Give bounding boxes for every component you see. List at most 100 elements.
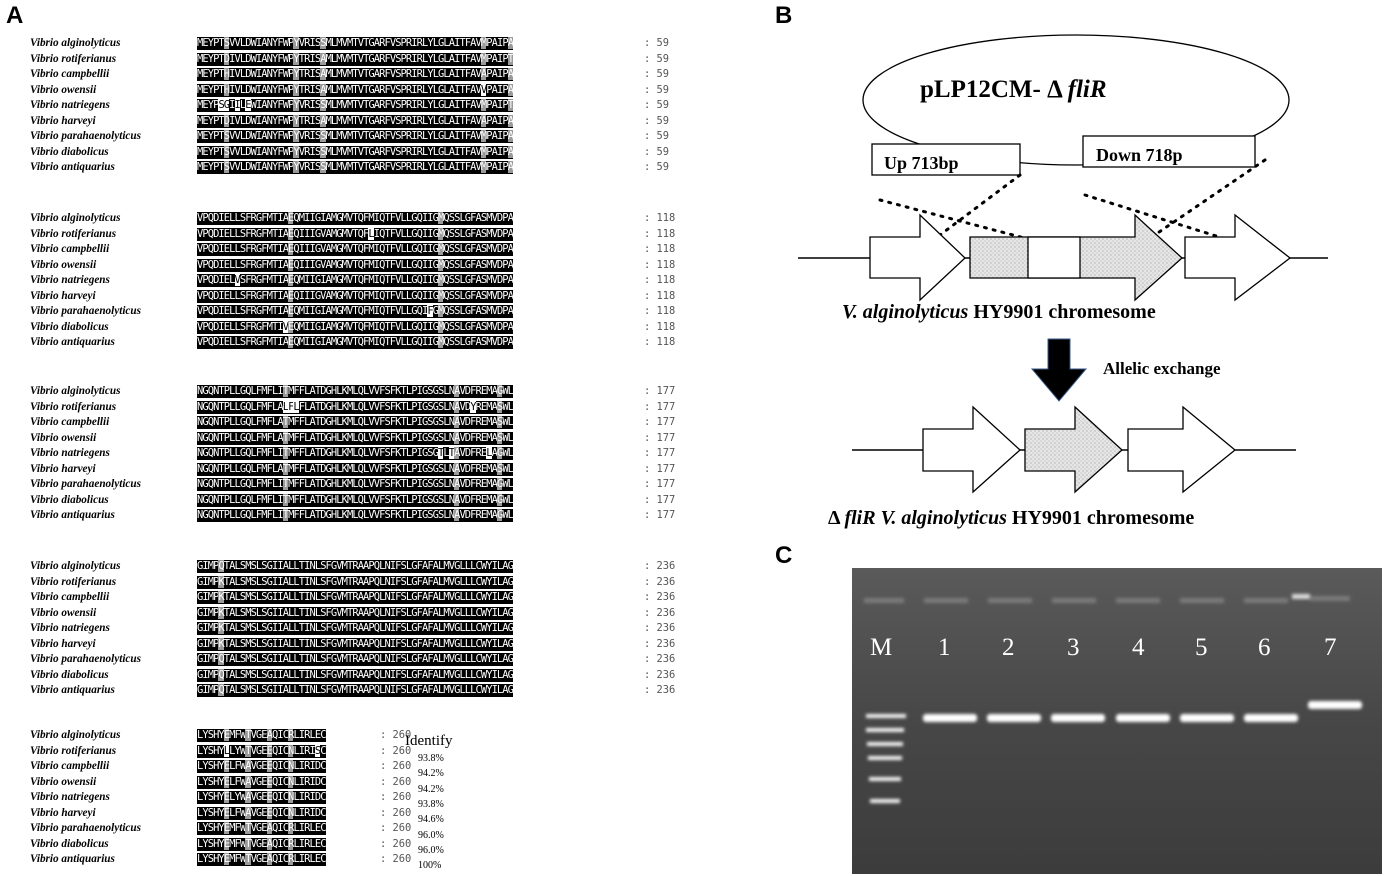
position-number: : 260 <box>380 760 412 772</box>
sample-band-3 <box>1051 714 1105 722</box>
panel-label-b: B <box>775 2 793 29</box>
sequence: MEYPTSVVLDWIANYFWPYVRISSMLMVMTVTGARFVSPR… <box>197 130 514 143</box>
sequence: LYSHYEMFWTVGEAQICRLIRLEC <box>197 729 326 742</box>
gel-lane-label: 2 <box>1002 634 1015 661</box>
species-name: Vibrio alginolyticus <box>30 385 121 397</box>
gene-arrow-downstream <box>1184 213 1292 302</box>
species-name: Vibrio natriegens <box>30 274 110 286</box>
species-name: Vibrio harveyi <box>30 462 96 475</box>
sequence: NGQNTPLLGQLFMFLITMFFLATDGHLKMLQLVVFSFKTL… <box>197 509 514 522</box>
gel-lane-label: 7 <box>1324 634 1337 661</box>
position-number: : 177 <box>644 493 676 506</box>
marker-band <box>869 777 901 781</box>
species-name: Vibrio owensii <box>30 258 97 271</box>
species-name: Vibrio rotiferianus <box>30 400 117 413</box>
sample-band-6 <box>1244 714 1298 722</box>
sequence: MEYPTSVVLDWIANYFWPYVRISSMLMVMTVTGARFVSPR… <box>197 161 514 174</box>
sequence: VPQDIELLSFRGFMTIAEQIIIGVAMGMVTQFMIQTFVLL… <box>197 289 514 303</box>
gel-lane-label: 3 <box>1067 634 1080 661</box>
sequence: VPQDIELLSFRGFMTIAEQIIIGVAMGMVTQFMIQTFVLL… <box>197 258 514 272</box>
mutant-label: Δ fliR V. alginolyticus HY9901 chromesom… <box>828 507 1194 529</box>
position-number: : 118 <box>644 289 676 302</box>
species-name: Vibrio alginolyticus <box>30 560 121 572</box>
position-number: : 260 <box>380 837 412 850</box>
position-number: : 59 <box>644 83 670 96</box>
sequence: VPQDIELLSFRGFMTIAEQMIIGIAMGMVTQFMIQTFVLL… <box>197 212 514 225</box>
species-name: Vibrio alginolyticus <box>30 212 121 224</box>
position-number: : 260 <box>380 744 412 757</box>
agarose-gel <box>852 568 1382 874</box>
species-name: Vibrio antiquarius <box>30 161 115 173</box>
exchange-arrow <box>1030 338 1088 402</box>
species-name: Vibrio harveyi <box>30 806 96 819</box>
position-number: : 59 <box>644 52 670 65</box>
panel-label-c: C <box>775 542 793 569</box>
sequence: VPQDIELVSFRGFMTIAEQMIIGIAMGMVTQFMIQTFVLL… <box>197 274 514 287</box>
position-number: : 59 <box>644 37 670 49</box>
species-name: Vibrio natriegens <box>30 622 110 634</box>
sequence: MEYPTDIVLDWIANYFWPYTRISAMLMVMTVTGARFVSPR… <box>197 114 514 128</box>
species-name: Vibrio parahaenolyticus <box>30 478 141 490</box>
position-number: : 177 <box>644 478 676 490</box>
mutant-arrow-downstream <box>1127 405 1237 494</box>
position-number: : 236 <box>644 622 676 634</box>
sequence: GIMPKTALSMSLSGIIALLTINLSFGVMTRAAPQLNIFSL… <box>197 591 514 604</box>
gene-arrow-upstream <box>869 213 966 302</box>
mutant-arrow-fused <box>1024 405 1123 494</box>
species-name: Vibrio antiquarius <box>30 853 115 865</box>
species-name: Vibrio owensii <box>30 431 97 444</box>
species-name: Vibrio owensii <box>30 775 97 788</box>
sequence: LYSHYEMFWTVGEAQICRLIRLEC <box>197 837 326 851</box>
down-fragment-box <box>1082 135 1256 168</box>
position-number: : 236 <box>644 653 676 665</box>
sample-band-5 <box>1180 714 1234 722</box>
species-name: Vibrio diabolicus <box>30 668 109 681</box>
species-name: Vibrio antiquarius <box>30 684 115 696</box>
species-name: Vibrio rotiferianus <box>30 575 117 588</box>
sequence: LYSHYELFWAVGEEQICNLIRIDC <box>197 760 326 773</box>
species-name: Vibrio parahaenolyticus <box>30 130 141 142</box>
species-name: Vibrio parahaenolyticus <box>30 822 141 834</box>
position-number: : 236 <box>644 591 676 603</box>
gel-lane-label: 6 <box>1258 634 1271 661</box>
position-number: : 260 <box>380 853 412 865</box>
position-number: : 118 <box>644 320 676 333</box>
sequence: GIMPQTALSMSLSGIIALLTINLSFGVMTRAAPQLNIFSL… <box>197 560 514 573</box>
position-number: : 118 <box>644 274 676 286</box>
species-name: Vibrio parahaenolyticus <box>30 653 141 665</box>
sample-band-1 <box>923 714 977 722</box>
wild-type-label: V. alginolyticus HY9901 chromesome <box>842 301 1156 323</box>
sequence: LYSHYELYWAVGEEQICNLIRIDC <box>197 791 326 804</box>
sequence: LYSHYLLYWTVGEEQICNLIRISC <box>197 744 327 758</box>
identity-value: 94.2% <box>418 783 444 795</box>
species-name: Vibrio diabolicus <box>30 493 109 506</box>
position-number: : 236 <box>644 560 676 572</box>
position-number: : 118 <box>644 258 676 271</box>
species-name: Vibrio harveyi <box>30 114 96 127</box>
position-number: : 118 <box>644 212 676 224</box>
species-name: Vibrio alginolyticus <box>30 729 121 741</box>
position-number: : 59 <box>644 161 670 173</box>
position-number: : 177 <box>644 400 676 413</box>
position-number: : 260 <box>380 729 412 741</box>
position-number: : 260 <box>380 775 412 788</box>
gel-lane-label: M <box>870 634 893 661</box>
gel-lane-label: 5 <box>1195 634 1208 661</box>
position-number: : 236 <box>644 575 676 588</box>
sequence: MEYPTSVVLDWIANYFWPYVRISSMLMVMTVTGARFVSPR… <box>197 37 514 50</box>
species-name: Vibrio antiquarius <box>30 336 115 348</box>
plasmid-ellipse <box>862 34 1290 166</box>
sequence: VPQDIELLSFRGFMTIVEQMIIGIAMGMVTQFMIQTFVLL… <box>197 320 514 334</box>
sequence: GIMPQTALSMSLSGIIALLTINLSFGVMTRAAPQLNIFSL… <box>197 684 514 697</box>
gel-lane-label: 4 <box>1132 634 1145 661</box>
sequence: NGQNTPLLGQLFMFLALFLFLATDGHLKMLQLVVFSFKTL… <box>197 400 514 414</box>
species-name: Vibrio rotiferianus <box>30 52 117 65</box>
sequence: MEYPTHIVLDWIANYFWPYTRISAMLMVMTVTGARFVSPR… <box>197 83 514 97</box>
sequence: LYSHYELFWAVGEEQICNLIRIDC <box>197 775 326 789</box>
sequence: VPQDIELLSFRGFMTIAEQMIIGIAMGMVTQFMIQTFVLL… <box>197 336 514 349</box>
position-number: : 59 <box>644 114 670 127</box>
sequence: NGQNTPLLGQLFMFLITMFFLATDGHLKMLQLVVFSFKTL… <box>197 478 514 491</box>
species-name: Vibrio parahaenolyticus <box>30 305 141 317</box>
panel-label-a: A <box>6 2 24 29</box>
sequence: VPQDIELLSFRGFMTIAEQIIIGVAMGMVTQFMIQTFVLL… <box>197 243 514 256</box>
